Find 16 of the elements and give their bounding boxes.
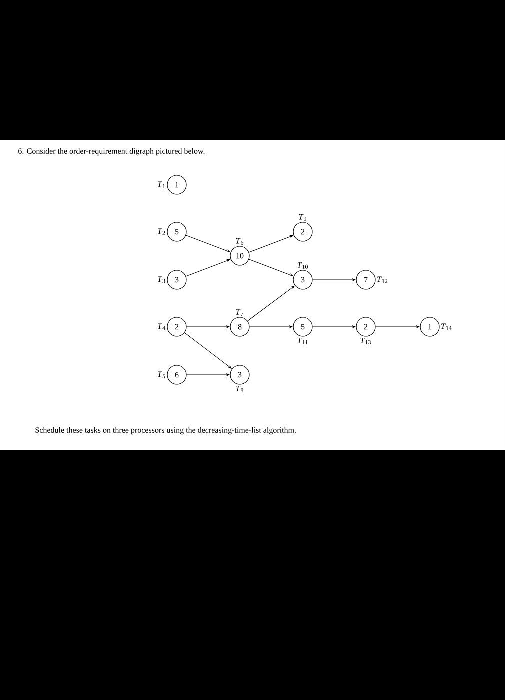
task-label: T$_{4}$ — [158, 324, 166, 330]
task-label: T$_{12}$ — [378, 276, 388, 284]
task-label: T$_{9}$ — [299, 214, 306, 221]
task-label: T$_{6}$ — [236, 238, 244, 245]
question-text: 6. Consider the order-requirement digraph pictured below. — [18, 148, 205, 156]
task-label: T$_{10}$ — [298, 262, 308, 269]
task-label: T$_{5}$ — [158, 372, 166, 378]
task-label: T$_{2}$ — [158, 228, 166, 236]
task-label: T$_{3}$ — [158, 276, 166, 284]
task-label: T$_{14}$ — [442, 324, 452, 330]
task-label: T$_{7}$ — [236, 310, 244, 316]
task-label: T$_{1}$ — [158, 182, 166, 188]
task-label: T$_{8}$ — [236, 386, 244, 393]
task-label: T$_{13}$ — [360, 338, 371, 344]
task-label: T$_{11}$ — [298, 338, 308, 344]
question-text: Schedule these tasks on three processors using the decreasing-time-list algorithm. — [36, 427, 296, 435]
